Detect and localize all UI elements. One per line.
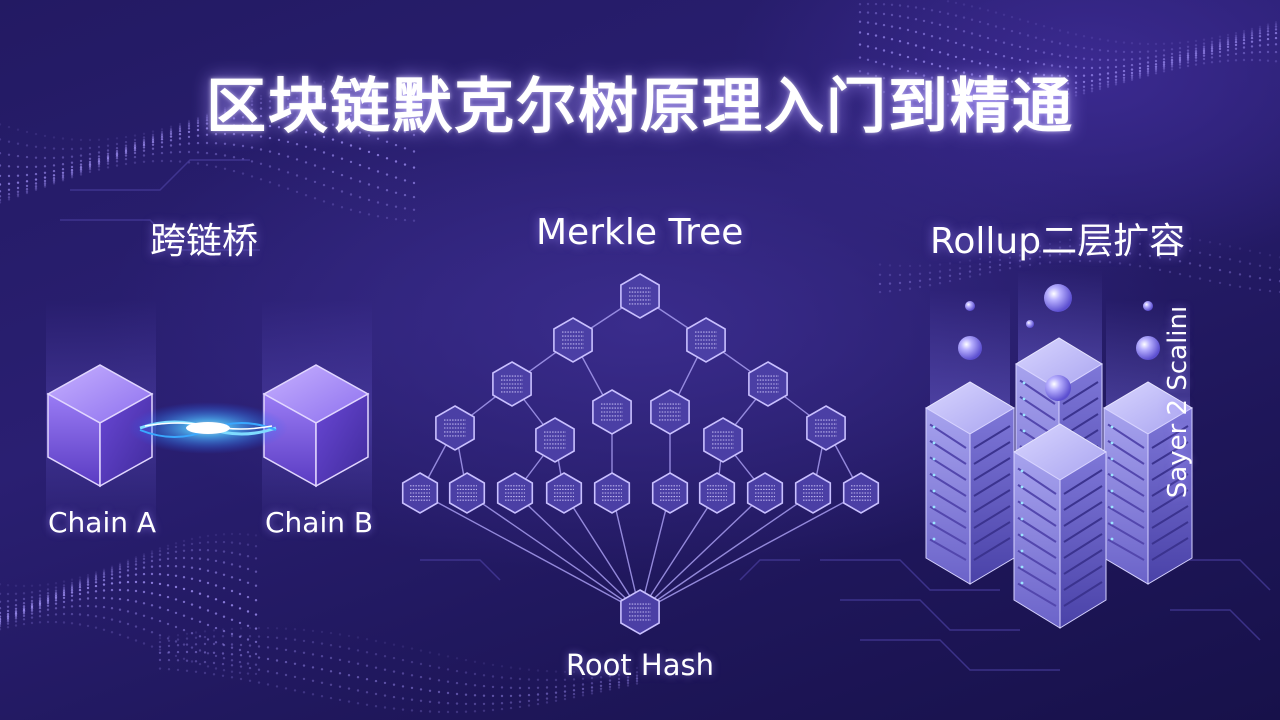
rollup-section-title: Rollup二层扩容	[930, 221, 1186, 262]
hexagon-icon	[746, 472, 784, 514]
hexagon-icon	[748, 361, 788, 407]
bubble-icon	[1026, 320, 1034, 328]
bubble-icon	[1136, 336, 1160, 360]
hexagon-icon	[553, 317, 593, 363]
bubble-icon	[1143, 301, 1153, 311]
hexagon-icon	[650, 389, 690, 435]
hexagon-icon	[842, 472, 880, 514]
hexagon-icon	[703, 417, 743, 463]
circuit-lines	[60, 159, 1271, 671]
bubble-icon	[965, 301, 975, 311]
hexagon-icon	[620, 273, 660, 319]
hexagon-icon	[686, 317, 726, 363]
hexagon-icon	[698, 472, 736, 514]
merkle-section-title: Merkle Tree	[536, 212, 744, 253]
bubble-icon	[1044, 284, 1072, 312]
hexagon-icon	[806, 405, 846, 451]
chain-b-cube-icon	[262, 364, 370, 488]
bubble-icon	[958, 336, 982, 360]
server-rack-icon	[1013, 423, 1107, 629]
hexagon-icon	[492, 361, 532, 407]
hexagon-icon	[592, 389, 632, 435]
hexagon-icon	[535, 417, 575, 463]
bridge-section-title: 跨链桥	[150, 221, 259, 262]
chain-a-label: Chain A	[48, 506, 157, 539]
hexagon-icon	[401, 472, 439, 514]
hexagon-icon	[545, 472, 583, 514]
root-hash-hexagon-icon	[620, 589, 660, 635]
server-rack-icon	[925, 381, 1015, 585]
rollup-side-label: Sayer 2 Scalinı	[1163, 305, 1193, 499]
hexagon-icon	[448, 472, 486, 514]
server-rack-icon	[1103, 381, 1193, 585]
hexagon-icon	[496, 472, 534, 514]
hexagon-icon	[794, 472, 832, 514]
hexagon-icon	[435, 405, 475, 451]
rollup-orbs	[958, 284, 1160, 401]
hexagon-icon	[651, 472, 689, 514]
page-title: 区块链默克尔树原理入门到精通	[206, 72, 1074, 142]
chain-b-label: Chain B	[265, 506, 374, 539]
hexagon-icon	[593, 472, 631, 514]
bubble-icon	[1045, 375, 1071, 401]
bridge-energy-beam	[128, 402, 288, 454]
merkle-tree-nodes	[401, 273, 880, 635]
root-hash-label: Root Hash	[566, 648, 714, 682]
rollup-server-racks	[925, 337, 1193, 629]
